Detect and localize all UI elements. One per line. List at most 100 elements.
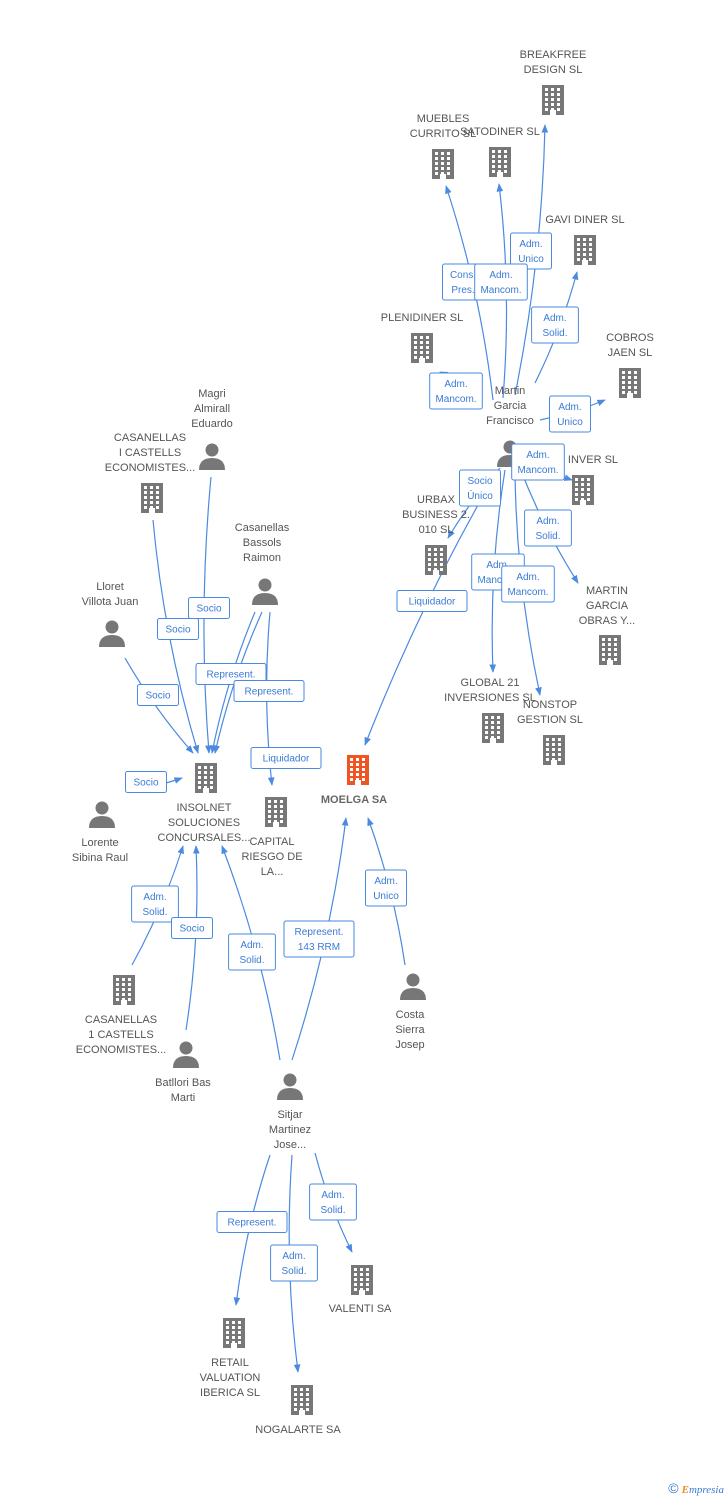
node-label: DESIGN SL xyxy=(524,64,583,76)
node-label: CASANELLAS xyxy=(85,1014,157,1026)
svg-text:Socio: Socio xyxy=(165,625,190,636)
svg-text:Cons.: Cons. xyxy=(450,270,476,281)
node-label: VALENTI SA xyxy=(329,1303,392,1315)
node-label: VALUATION xyxy=(200,1372,261,1384)
svg-text:Socio: Socio xyxy=(179,924,204,935)
building-icon xyxy=(574,235,596,265)
node-nogalarte[interactable]: NOGALARTE SA xyxy=(255,1385,341,1436)
node-inver[interactable]: INVER SL xyxy=(568,454,618,505)
node-label: JAEN SL xyxy=(608,347,653,359)
node-satodiner[interactable]: SATODINER SL xyxy=(460,126,540,177)
e-liquidador-moelga-label[interactable]: Liquidador xyxy=(396,590,468,612)
node-label: I CASTELLS xyxy=(119,447,181,459)
e-nogalarte-label[interactable]: Adm.Solid. xyxy=(270,1244,318,1282)
node-label: 1 CASTELLS xyxy=(88,1029,153,1041)
e-inver-label[interactable]: Adm.Mancom. xyxy=(511,443,565,481)
svg-text:Unico: Unico xyxy=(557,417,583,428)
svg-text:Solid.: Solid. xyxy=(542,328,567,339)
node-label: Martinez xyxy=(269,1124,311,1136)
e-cobros-label[interactable]: Adm.Unico xyxy=(549,395,591,433)
node-label: MUEBLES xyxy=(417,113,470,125)
node-plenidiner[interactable]: PLENIDINER SL xyxy=(381,312,464,363)
copyright-icon: © xyxy=(668,1480,679,1496)
e-martinobras-label[interactable]: Adm.Solid. xyxy=(524,509,572,547)
node-label: BUSINESS 2. xyxy=(402,509,470,521)
person-icon xyxy=(277,1073,303,1100)
person-icon xyxy=(173,1041,199,1068)
node-label: PLENIDINER SL xyxy=(381,312,464,324)
svg-text:Adm.: Adm. xyxy=(526,450,549,461)
node-label: GARCIA xyxy=(586,600,629,612)
node-valenti[interactable]: VALENTI SA xyxy=(329,1265,392,1315)
e-satodiner-label[interactable]: Adm.Mancom. xyxy=(474,263,528,301)
e-lloret-label[interactable]: Socio xyxy=(137,684,179,706)
e-gavidiner-label[interactable]: Adm. Solid. xyxy=(531,306,579,344)
e-nonstop-label[interactable]: Adm.Mancom. xyxy=(501,565,555,603)
e-muebles-label[interactable]: Cons.Pres. xyxy=(442,263,484,301)
svg-text:Adm.: Adm. xyxy=(536,516,559,527)
building-icon xyxy=(482,713,504,743)
building-icon xyxy=(432,149,454,179)
building-icon xyxy=(411,333,433,363)
svg-text:Socio: Socio xyxy=(133,778,158,789)
e-liquidador-capital-label[interactable]: Liquidador xyxy=(250,747,322,769)
svg-text:Socio: Socio xyxy=(467,476,492,487)
e-valenti-label[interactable]: Adm.Solid. xyxy=(309,1183,357,1221)
node-label: SATODINER SL xyxy=(460,126,540,138)
e-casanellas1-label[interactable]: Socio xyxy=(157,618,199,640)
node-label: INVER SL xyxy=(568,454,618,466)
node-insolnet[interactable]: INSOLNETSOLUCIONESCONCURSALES... xyxy=(158,763,251,844)
e-lloret-line xyxy=(124,657,194,754)
e-plenidiner-label[interactable]: Adm.Mancom. xyxy=(429,372,483,410)
e-casanellas2-label[interactable]: Adm.Solid. xyxy=(131,885,179,923)
e-batllori-label[interactable]: Socio xyxy=(171,917,213,939)
e-lorente-label[interactable]: Socio xyxy=(125,771,167,793)
svg-text:Adm.: Adm. xyxy=(489,270,512,281)
e-sitjar-insolnet-label[interactable]: Adm.Solid. xyxy=(228,933,276,971)
svg-text:Adm.: Adm. xyxy=(240,940,263,951)
svg-text:Adm.: Adm. xyxy=(543,313,566,324)
edge-labels-layer: Adm.UnicoCons.Pres.Adm.Mancom.Adm.Solid.… xyxy=(125,232,591,1282)
e-retail-label[interactable]: Represent. xyxy=(216,1211,288,1233)
node-label: INSOLNET xyxy=(176,802,231,814)
building-icon xyxy=(599,635,621,665)
e-costa-label[interactable]: Adm.Unico xyxy=(365,869,407,907)
node-label: NOGALARTE SA xyxy=(255,1424,341,1436)
e-casanellasb-rep1-label[interactable]: Represent. xyxy=(195,663,267,685)
node-moelga[interactable]: MOELGA SA xyxy=(321,755,387,806)
svg-text:Adm.: Adm. xyxy=(143,892,166,903)
person-icon xyxy=(199,443,225,470)
svg-text:Represent.: Represent. xyxy=(207,670,256,681)
node-label: MOELGA SA xyxy=(321,794,387,806)
e-magri-label[interactable]: Socio xyxy=(188,597,230,619)
e-breakfree-label[interactable]: Adm.Unico xyxy=(510,232,552,270)
svg-text:Represent.: Represent. xyxy=(245,687,294,698)
e-casanellasb-rep2-label[interactable]: Represent. xyxy=(233,680,305,702)
e-sitjar-moelga-label[interactable]: Represent.143 RRM xyxy=(283,920,355,958)
node-label: Villota Juan xyxy=(82,596,139,608)
svg-text:Adm.: Adm. xyxy=(519,239,542,250)
node-sitjar[interactable]: SitjarMartinezJose... xyxy=(269,1073,311,1152)
node-gavidiner[interactable]: GAVI DINER SL xyxy=(545,214,625,265)
node-label: OBRAS Y... xyxy=(579,615,635,627)
building-icon xyxy=(572,475,594,505)
